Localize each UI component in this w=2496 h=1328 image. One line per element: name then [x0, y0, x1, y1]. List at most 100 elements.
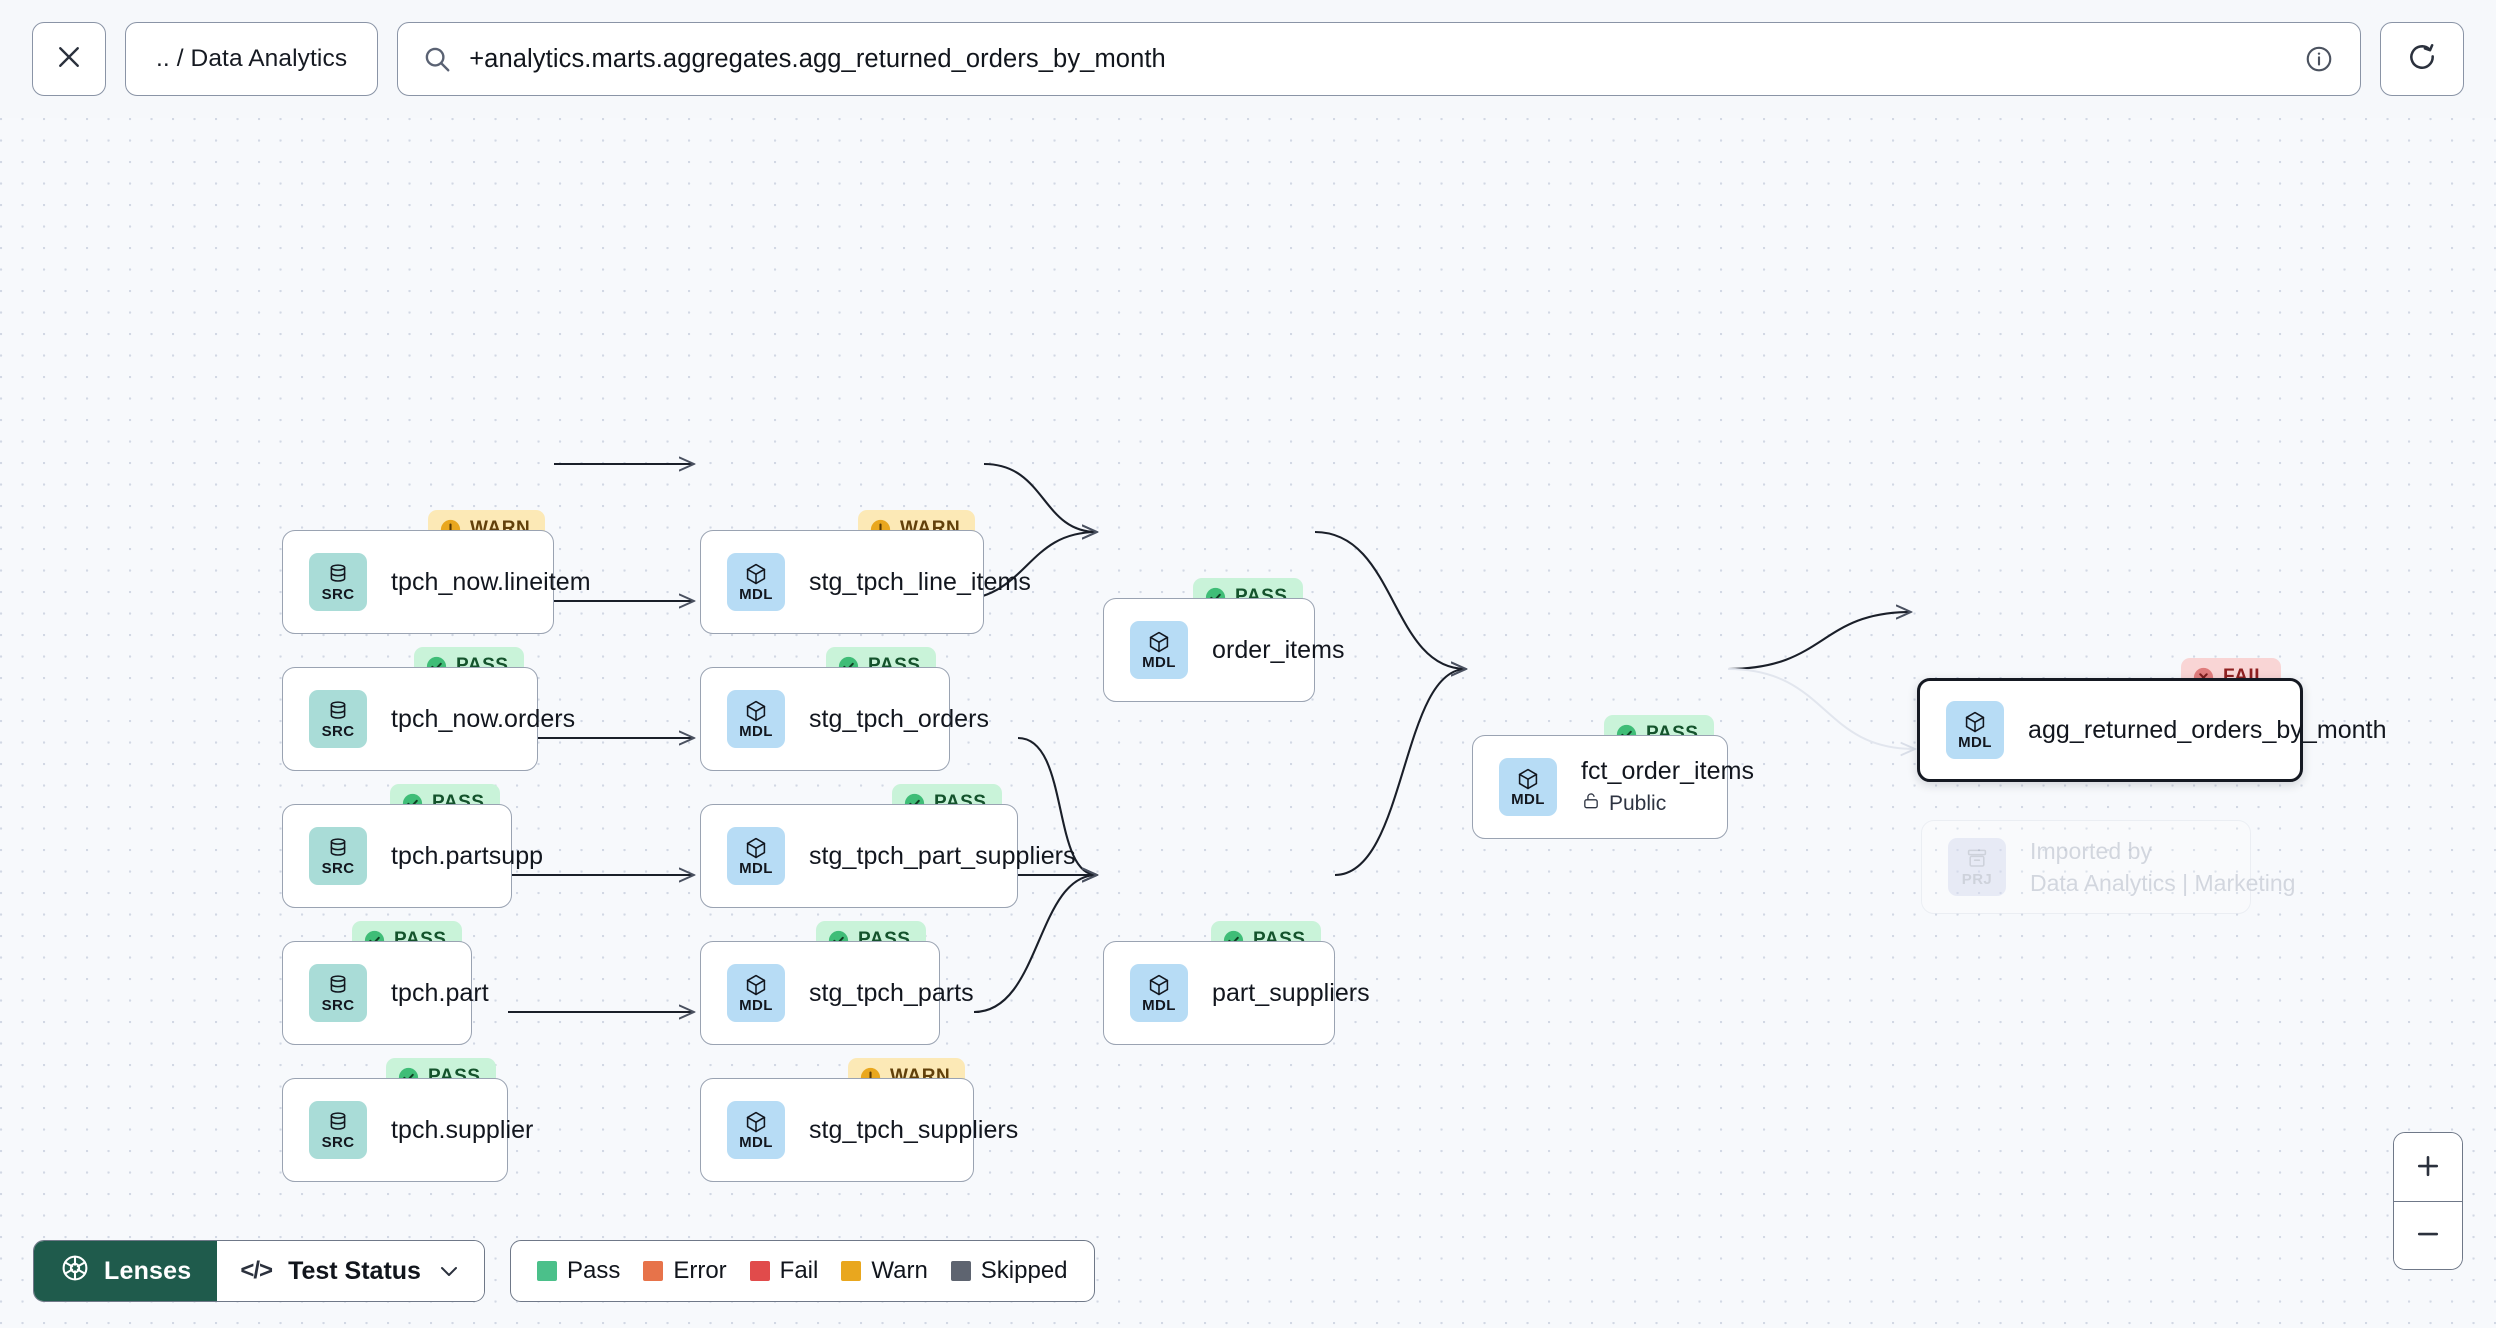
node-title: stg_tpch_part_suppliers — [809, 841, 1076, 870]
legend-item-fail[interactable]: Fail — [749, 1257, 819, 1285]
node-type-label: MDL — [739, 860, 773, 877]
lineage-edge — [1334, 669, 1466, 877]
refresh-button[interactable] — [2380, 22, 2464, 96]
node-type-label: MDL — [739, 1134, 773, 1151]
status-legend: Pass Error Fail Warn Skipped — [509, 1240, 1095, 1302]
lenses-button[interactable]: Lenses — [34, 1241, 218, 1301]
top-toolbar: .. / Data Analytics +analytics.marts.agg… — [0, 0, 2496, 118]
test-status-dropdown[interactable]: </> Test Status — [217, 1241, 484, 1301]
legend-label: Warn — [871, 1257, 928, 1284]
mdl-type-icon: MDL — [727, 964, 785, 1022]
node-title: tpch_now.lineitem — [391, 567, 591, 596]
aperture-icon — [60, 1253, 90, 1290]
lineage-edge — [1727, 668, 1915, 749]
node-body: tpch_now.orders — [391, 705, 575, 734]
legend-label: Fail — [779, 1257, 819, 1284]
lineage-node-order_items[interactable]: MDL order_items — [1103, 598, 1345, 702]
legend-label: Error — [673, 1257, 727, 1284]
node-type-label: MDL — [1142, 997, 1176, 1014]
node-title: stg_tpch_suppliers — [809, 1115, 1019, 1144]
legend-item-pass[interactable]: Pass — [536, 1257, 621, 1285]
legend-label: Pass — [566, 1257, 621, 1284]
node-body: agg_returned_orders_by_month — [2028, 716, 2387, 745]
lineage-node-stg_tpch_suppliers[interactable]: MDL stg_tpch_suppliers — [700, 1078, 1019, 1182]
node-body: Imported by Data Analytics | Marketing — [2030, 837, 2295, 897]
src-type-icon: SRC — [309, 827, 367, 885]
lineage-node-part_suppliers[interactable]: MDL part_suppliers — [1103, 941, 1370, 1045]
breadcrumb[interactable]: .. / Data Analytics — [125, 22, 379, 96]
mdl-type-icon: MDL — [1499, 758, 1557, 816]
src-type-icon: SRC — [309, 964, 367, 1022]
node-subtitle-text: Data Analytics | Marketing — [2030, 869, 2296, 896]
lineage-node-tpch_part[interactable]: SRC tpch.part — [282, 941, 489, 1045]
node-body: fct_order_items Public — [1581, 757, 1755, 817]
lenses-control-group: Lenses </> Test Status — [33, 1240, 485, 1302]
lineage-node-tpch_now_lineitem[interactable]: SRC tpch_now.lineitem — [282, 530, 591, 634]
node-title: Imported by — [2030, 837, 2152, 864]
lineage-node-stg_tpch_line_items[interactable]: MDL stg_tpch_line_items — [700, 530, 1031, 634]
node-title: stg_tpch_line_items — [809, 567, 1031, 596]
zoom-in-button[interactable] — [2394, 1133, 2462, 1201]
lineage-node-stg_tpch_part_suppliers[interactable]: MDL stg_tpch_part_suppliers — [700, 804, 1076, 908]
node-body: tpch.supplier — [391, 1115, 534, 1145]
lineage-edge — [1727, 612, 1911, 671]
zoom-out-button[interactable] — [2394, 1201, 2462, 1269]
node-body: stg_tpch_line_items — [809, 567, 1031, 597]
lineage-node-fct_order_items[interactable]: MDL fct_order_items Public — [1472, 735, 1755, 839]
edge-layer — [472, 118, 2496, 1328]
legend-swatch — [643, 1261, 664, 1281]
src-type-icon: SRC — [309, 1101, 367, 1159]
mdl-type-icon: MDL — [1130, 621, 1188, 679]
mdl-type-icon: MDL — [727, 1101, 785, 1159]
lineage-node-tpch_partsupp[interactable]: SRC tpch.partsupp — [282, 804, 543, 908]
lineage-edge — [1314, 530, 1466, 669]
node-body: part_suppliers — [1212, 978, 1370, 1008]
node-body: order_items — [1212, 635, 1345, 665]
lineage-node-tpch_supplier[interactable]: SRC tpch.supplier — [282, 1078, 534, 1182]
legend-item-warn[interactable]: Warn — [841, 1257, 928, 1285]
node-body: stg_tpch_part_suppliers — [809, 841, 1076, 871]
node-type-label: SRC — [321, 1134, 355, 1151]
search-input[interactable]: +analytics.marts.aggregates.agg_returned… — [469, 44, 1166, 73]
src-type-icon: SRC — [309, 690, 367, 748]
node-title: tpch.part — [391, 978, 489, 1007]
lineage-edge — [973, 875, 1097, 1014]
minus-icon — [2413, 1219, 2443, 1252]
close-icon — [54, 42, 84, 77]
lenses-label: Lenses — [104, 1256, 192, 1285]
legend-label: Skipped — [980, 1257, 1068, 1284]
close-button[interactable] — [32, 22, 106, 96]
node-title: part_suppliers — [1212, 978, 1370, 1007]
node-body: tpch.part — [391, 978, 489, 1008]
node-title: tpch.supplier — [391, 1115, 534, 1144]
plus-icon — [2413, 1151, 2443, 1184]
search-bar[interactable]: +analytics.marts.aggregates.agg_returned… — [397, 22, 2361, 96]
node-body: tpch_now.lineitem — [391, 567, 591, 597]
node-body: stg_tpch_suppliers — [809, 1115, 1019, 1145]
node-type-label: PRJ — [1961, 871, 1993, 888]
legend-swatch — [536, 1261, 557, 1281]
node-title: order_items — [1212, 635, 1345, 664]
node-type-label: SRC — [321, 860, 355, 877]
node-body: tpch.partsupp — [391, 842, 543, 871]
node-type-label: SRC — [321, 723, 355, 740]
src-type-icon: SRC — [309, 553, 367, 611]
mdl-type-icon: MDL — [727, 827, 785, 885]
lineage-node-tpch_now_orders[interactable]: SRC tpch_now.orders — [282, 667, 575, 771]
lineage-edge — [983, 462, 1097, 532]
node-type-label: MDL — [739, 586, 773, 603]
legend-item-skipped[interactable]: Skipped — [950, 1257, 1068, 1285]
legend-item-error[interactable]: Error — [643, 1257, 727, 1285]
mdl-type-icon: MDL — [727, 553, 785, 611]
node-title: fct_order_items — [1581, 757, 1755, 785]
node-type-label: SRC — [321, 586, 355, 603]
node-subtitle-text: Public — [1609, 792, 1667, 815]
mdl-type-icon: MDL — [1130, 964, 1188, 1022]
legend-swatch — [841, 1261, 862, 1281]
info-circle-icon[interactable] — [2304, 44, 2334, 74]
lock-open-icon — [1581, 791, 1601, 817]
